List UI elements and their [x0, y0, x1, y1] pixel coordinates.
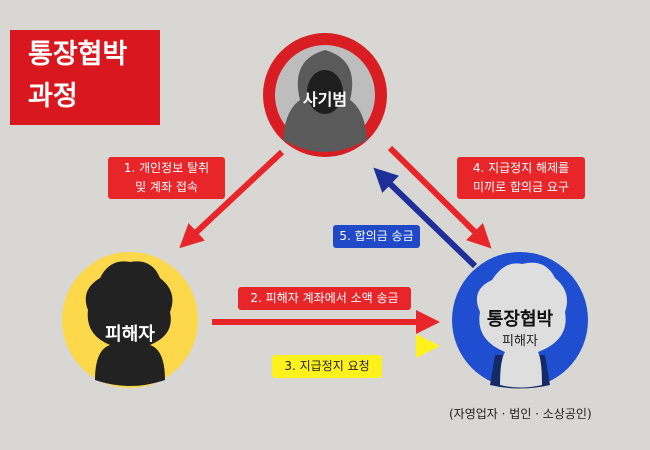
person-silhouette-icon	[85, 261, 173, 386]
business-sublabel: 피해자	[502, 334, 538, 349]
victim-label: 피해자	[105, 324, 155, 345]
step3-label: 3. 지급정지 요청	[272, 355, 382, 378]
step1-label: 1. 개인정보 탈취 및 계좌 접속	[108, 157, 225, 199]
step1-line1: 1. 개인정보 탈취	[123, 161, 210, 175]
arrow-step4	[387, 145, 492, 249]
step4-line1: 4. 지급정지 해제를	[472, 161, 570, 175]
step2-label: 2. 피해자 계좌에서 소액 송금	[238, 287, 411, 310]
title-line2: 과정	[28, 81, 78, 112]
scammer-node	[263, 33, 387, 157]
step4-line2: 미끼로 합의금 요구	[473, 180, 569, 194]
business-victim-node	[452, 252, 588, 389]
page-title: 통장협박 과정	[10, 30, 160, 125]
victim-node	[62, 252, 198, 388]
person-silhouette-icon	[476, 262, 568, 388]
arrow-step1	[179, 149, 285, 249]
business-caption: (자영업자 · 법인 · 소상공인)	[449, 407, 592, 421]
business-label: 통장협박	[486, 309, 554, 330]
arrow-step5	[373, 167, 478, 269]
step1-line2: 및 계좌 접속	[135, 180, 198, 194]
step5-label: 5. 합의금 송금	[333, 225, 420, 248]
title-line1: 통장협박	[28, 39, 128, 70]
scammer-label: 사기범	[302, 90, 348, 109]
step4-label: 4. 지급정지 해제를 미끼로 합의금 요구	[457, 157, 585, 199]
